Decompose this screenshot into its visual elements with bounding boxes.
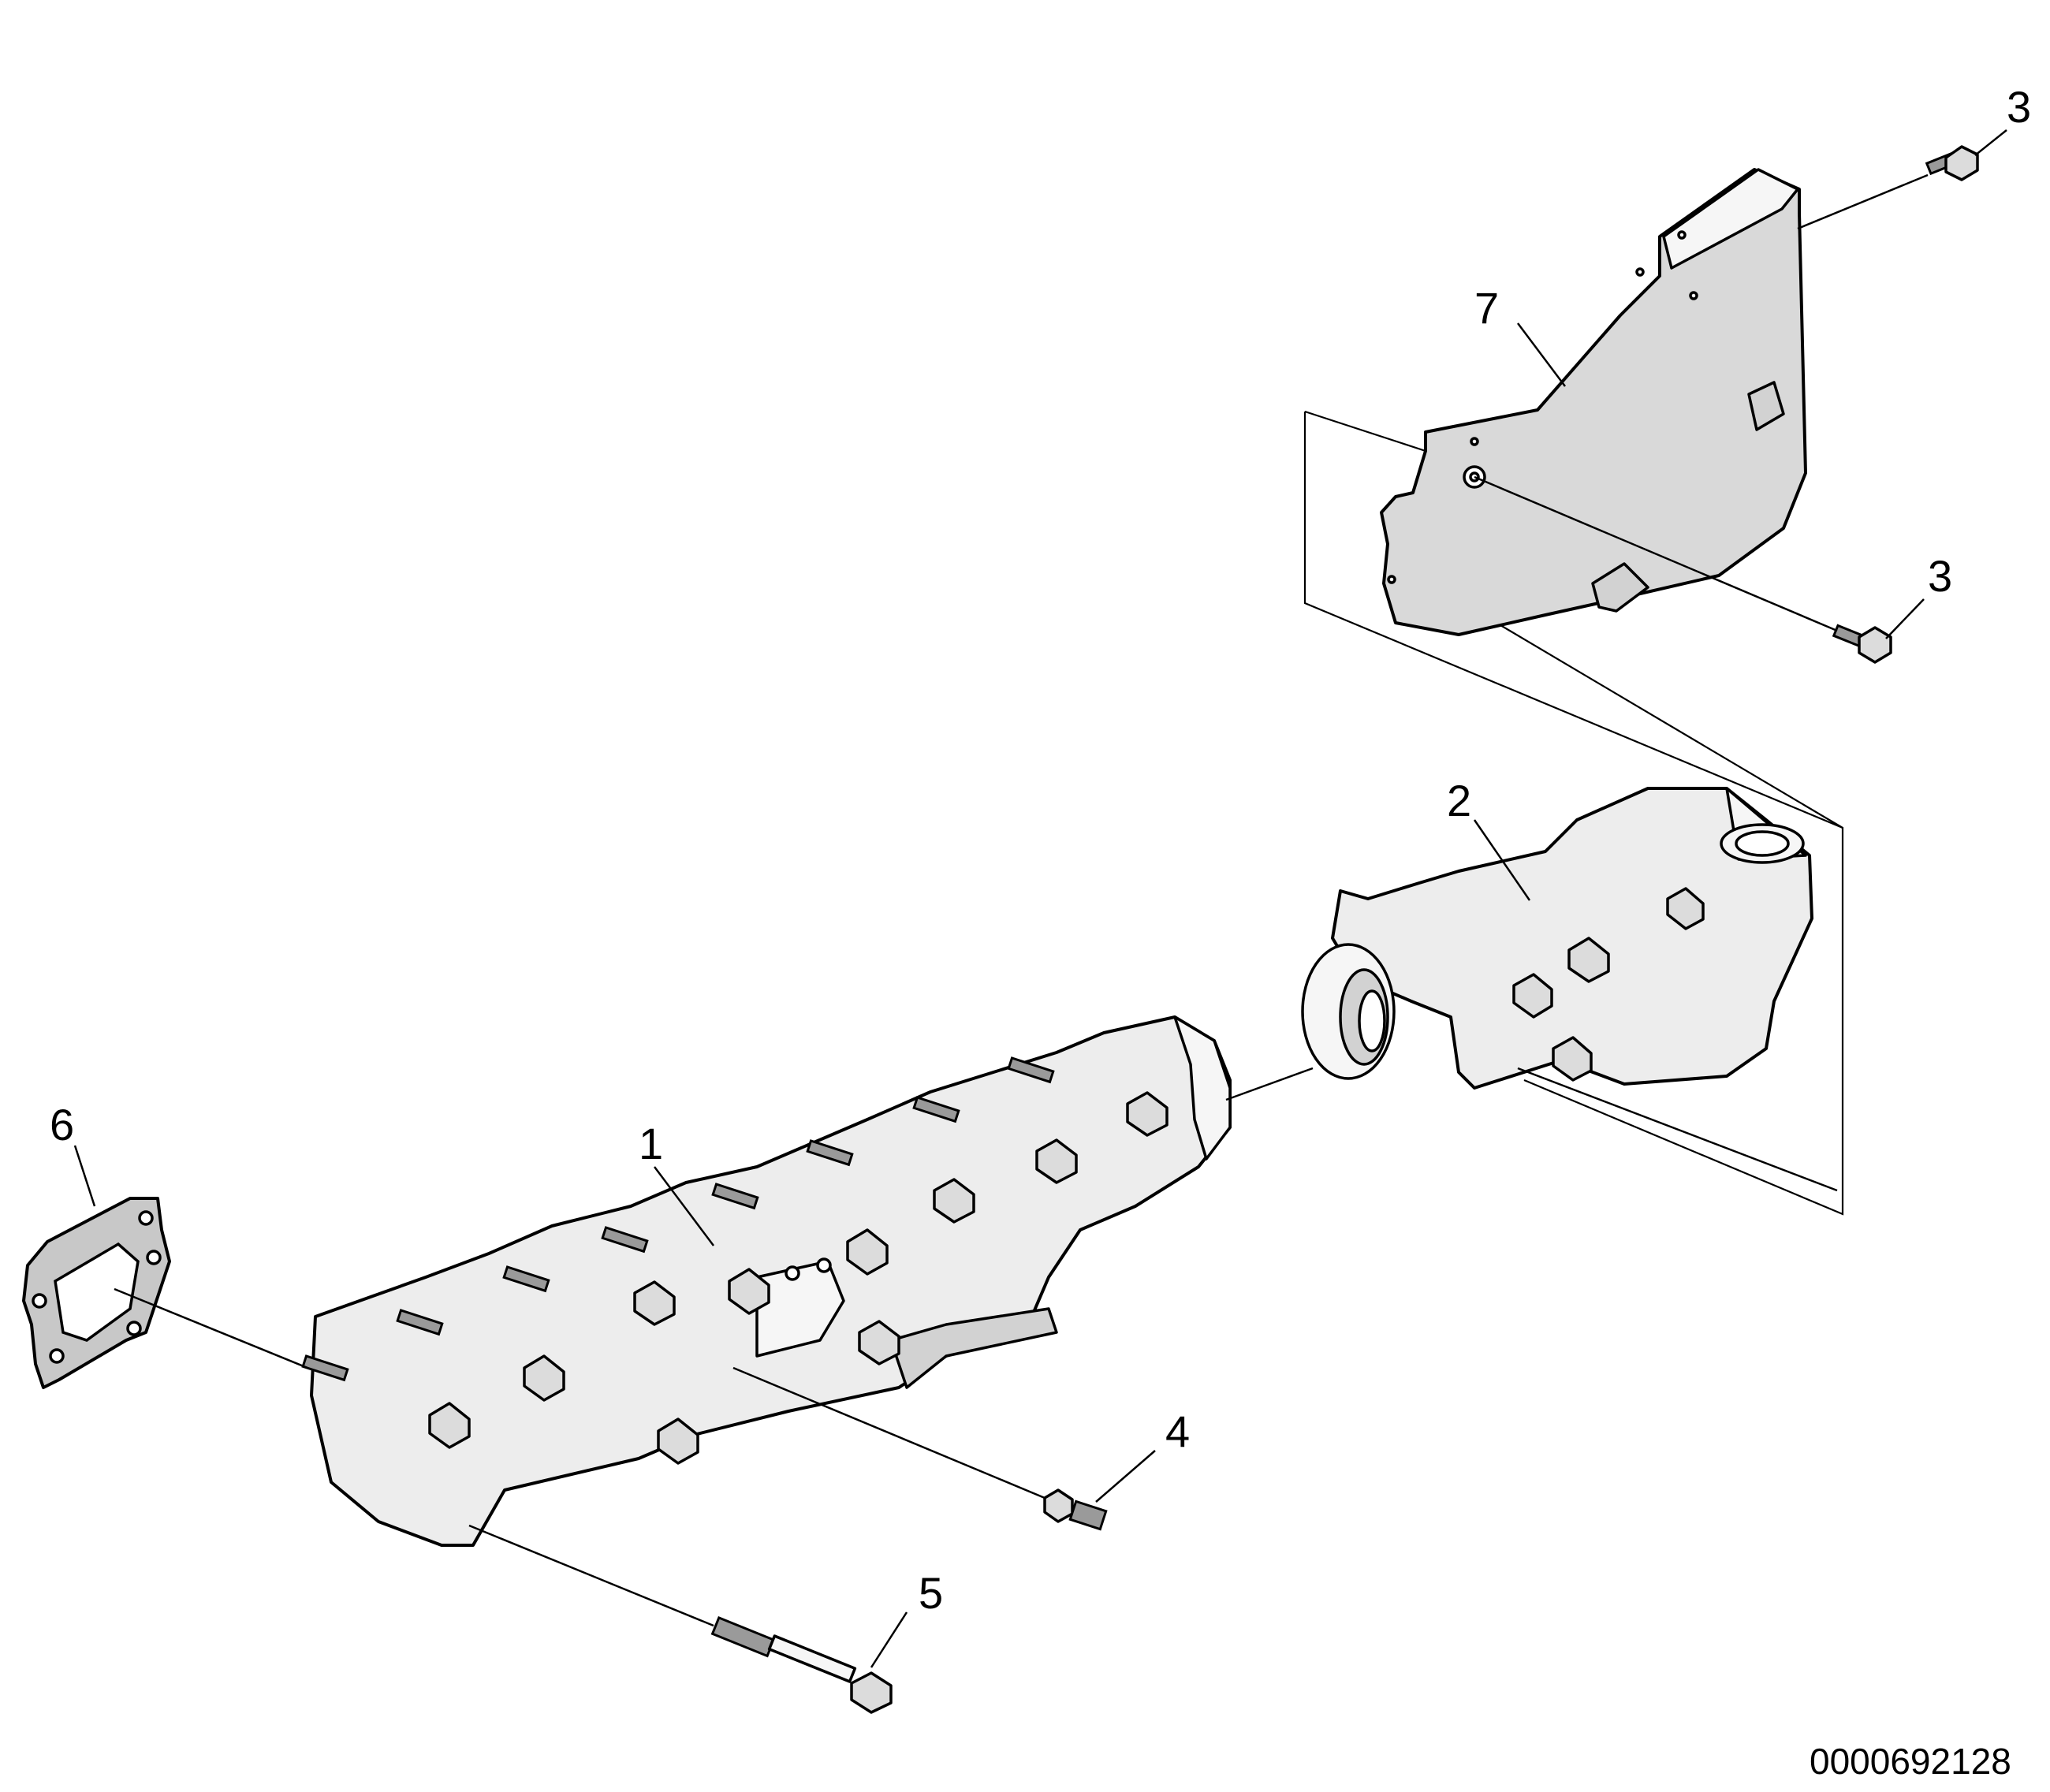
document-number: 0000692128: [1810, 1741, 2011, 1782]
callout-2: 2: [1447, 776, 1471, 825]
callout-leaders: [73, 129, 2007, 1668]
callout-7: 7: [1474, 283, 1499, 333]
callout-3-upper: 3: [2007, 82, 2031, 132]
manifold-1-studs: [301, 1056, 1055, 1382]
assembly-lines: [114, 173, 1929, 1627]
exhaust-manifold-rear-part-2: [1301, 787, 1813, 1090]
callout-3-lower: 3: [1928, 551, 1952, 601]
heat-shield-part-7: [1380, 168, 1807, 636]
exhaust-manifold-front-part-1: [301, 1015, 1232, 1547]
gasket-part-6: [22, 1197, 171, 1389]
callout-4: 4: [1165, 1406, 1190, 1456]
callout-5: 5: [919, 1568, 943, 1618]
callout-1: 1: [639, 1119, 663, 1168]
callout-labels: 3 3 7 2 1 4 5 6: [50, 82, 2031, 1618]
bolt-part-3-lower: [1832, 624, 1892, 664]
bolt-part-3-upper: [1925, 145, 1979, 181]
manifold-1-nuts: [428, 1091, 1168, 1465]
callout-6: 6: [50, 1100, 74, 1149]
long-bolt-part-5: [710, 1615, 893, 1714]
manifold-2-nuts: [1512, 887, 1705, 1082]
plug-part-4: [1043, 1488, 1108, 1531]
